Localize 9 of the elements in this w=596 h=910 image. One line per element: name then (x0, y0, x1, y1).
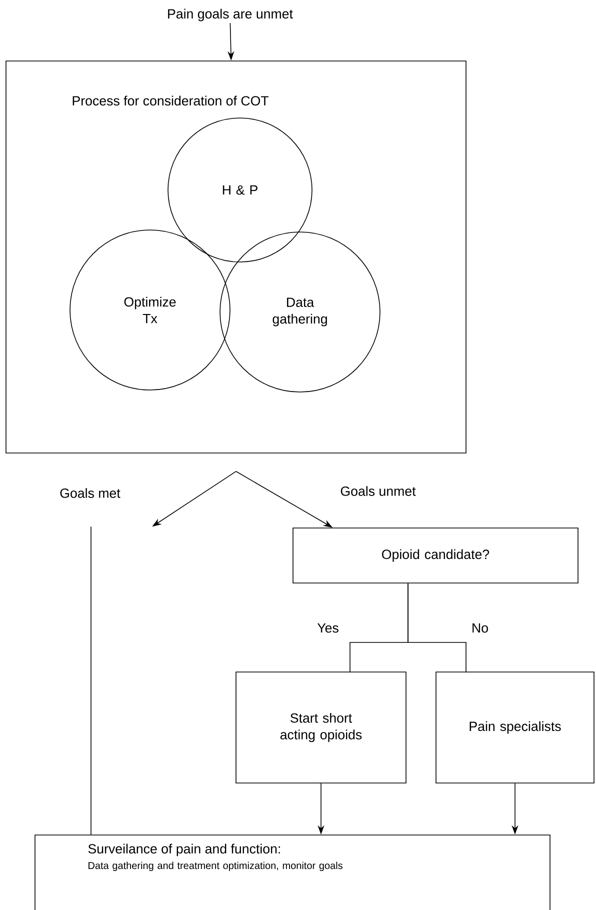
text-label: Goals met (60, 488, 120, 498)
edge-label: Goals unmet (338, 484, 418, 498)
process-box: Pain specialists (436, 672, 594, 784)
process-box: Opioid candidate? (292, 528, 578, 584)
edge-label: Yes (316, 622, 340, 634)
frame-box: Surveilance of pain and function: Data gathering and treatment optimization, monitor goals (34, 834, 550, 910)
process-box: Start short acting opioids (236, 672, 406, 784)
text-label: Pain goals are unmet (168, 8, 293, 22)
edge-label: No (470, 622, 490, 634)
